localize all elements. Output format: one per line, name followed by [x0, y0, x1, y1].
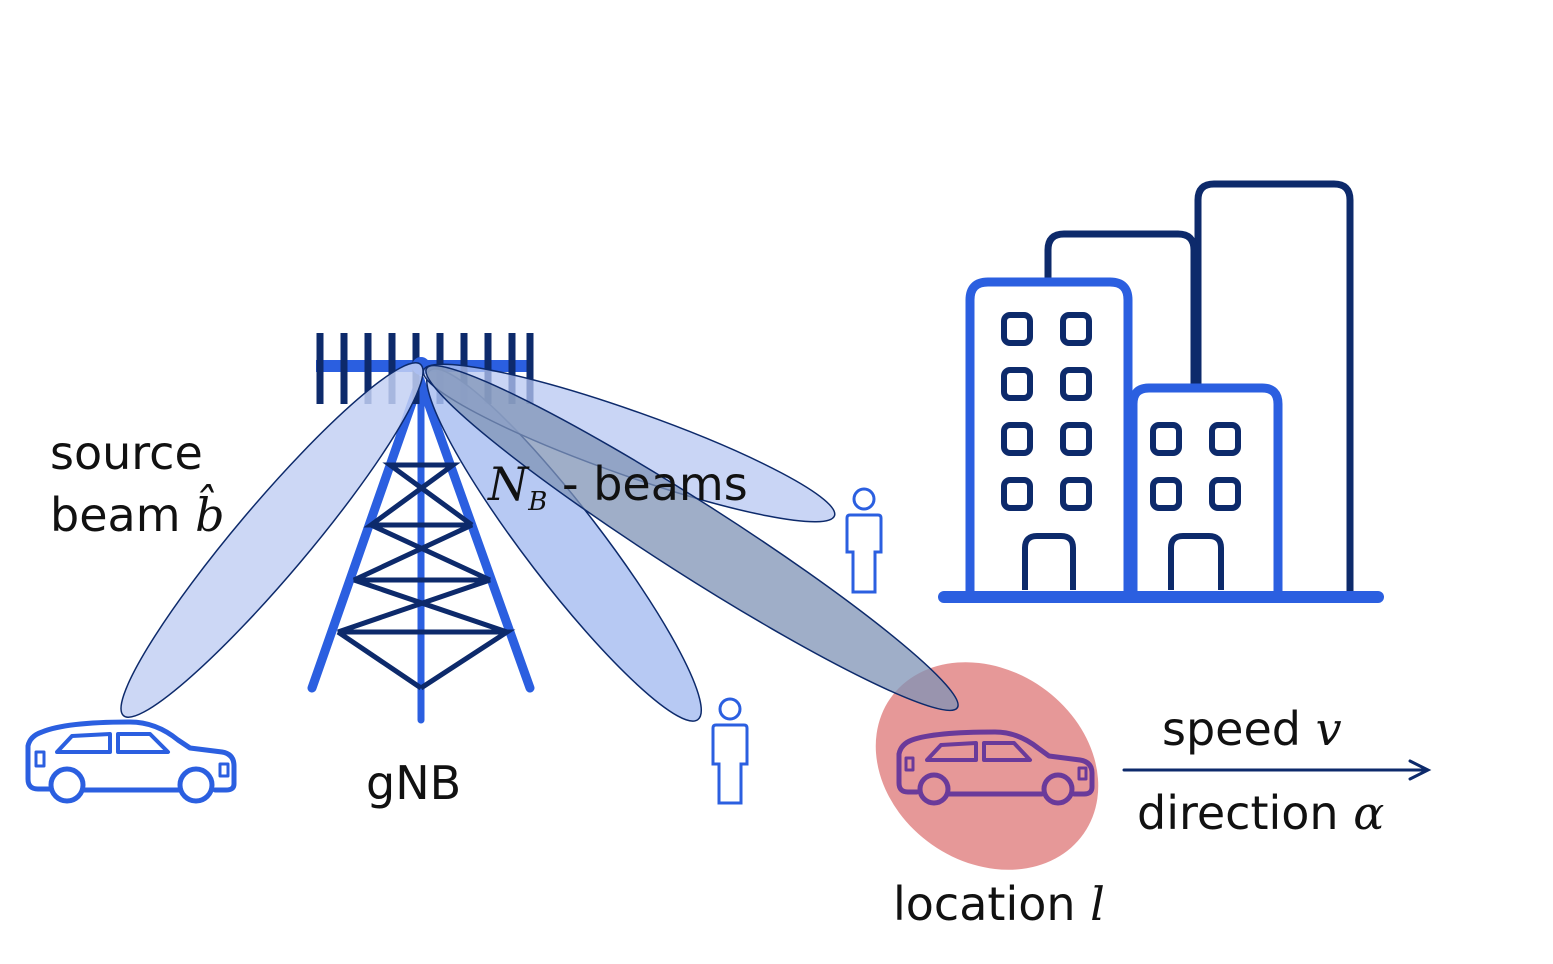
source-beam-label-line1: source: [50, 426, 203, 480]
movement-arrow: [1122, 759, 1432, 781]
source-beam-symbol: b̂: [195, 488, 225, 542]
source-beam-label-line2: beam b̂: [50, 492, 225, 538]
source-car-icon: [25, 719, 237, 804]
tracked-car-icon: [896, 729, 1095, 806]
speed-symbol: v: [1315, 702, 1342, 756]
direction-symbol: α: [1353, 786, 1385, 840]
source-beam: [120, 362, 424, 718]
location-symbol: l: [1090, 877, 1105, 931]
person-icon: [711, 697, 749, 805]
location-label: location l: [893, 881, 1105, 927]
direction-label: direction α: [1137, 790, 1384, 836]
beams-symbol: N: [488, 457, 529, 511]
speed-label: speed v: [1162, 706, 1342, 752]
direction-text: direction: [1137, 786, 1339, 840]
beams-label: NB - beams: [488, 461, 748, 515]
beams-subscript: B: [528, 487, 548, 517]
person-icon: [845, 487, 883, 594]
tower-icon: [307, 375, 535, 724]
beams-text: - beams: [547, 457, 748, 511]
speed-text: speed: [1162, 702, 1301, 756]
beams: [120, 362, 959, 722]
gnb-label: gNB: [366, 756, 462, 810]
source-beam-text: beam: [50, 488, 181, 542]
selected-beam: [425, 364, 959, 712]
location-text: location: [893, 877, 1076, 931]
location-highlight: [875, 662, 1099, 870]
buildings-icon: [938, 180, 1384, 603]
